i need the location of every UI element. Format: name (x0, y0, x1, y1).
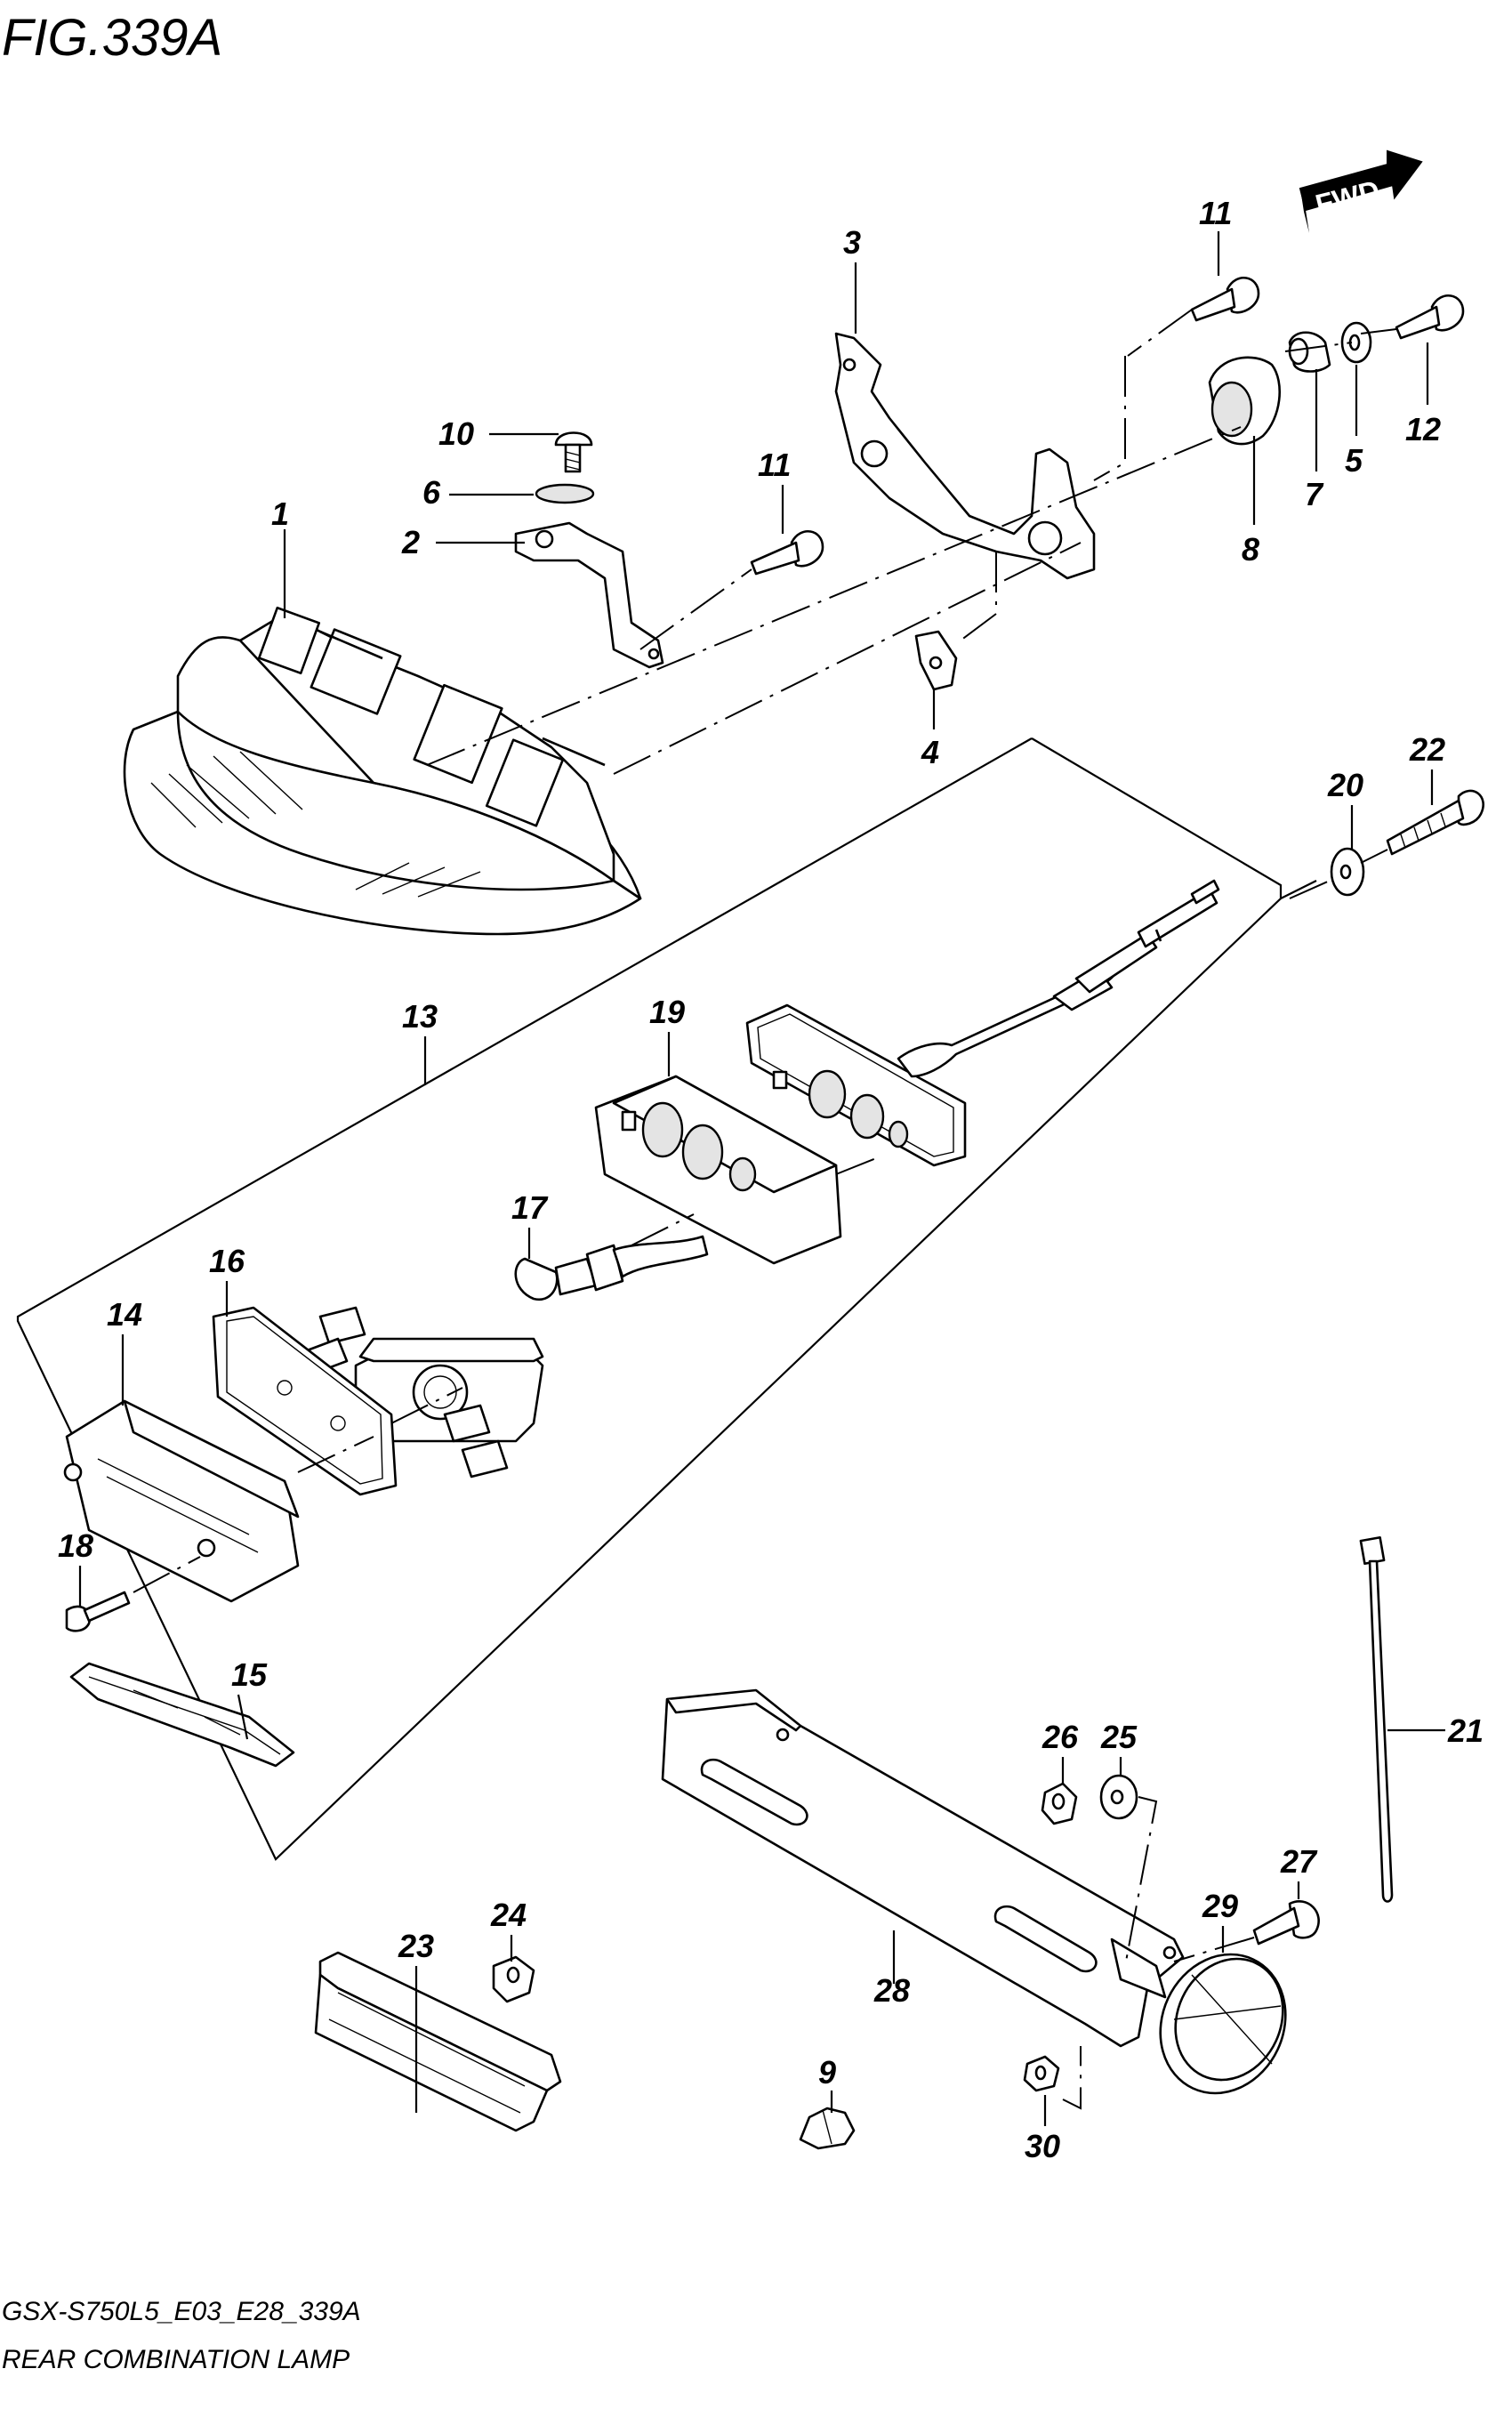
callout-20: 20 (1327, 767, 1363, 803)
cable-tie-21[interactable] (1359, 1535, 1394, 1903)
screw-11-upper[interactable] (1190, 276, 1260, 322)
callout-19: 19 (649, 994, 685, 1030)
callout-15: 15 (231, 1656, 268, 1693)
callout-labels: 1 2 3 4 5 6 7 8 9 10 11 11 12 13 14 15 1… (58, 195, 1484, 2164)
callout-29: 29 (1202, 1888, 1238, 1924)
leader-lines (78, 231, 1445, 2126)
washer-20[interactable] (1330, 847, 1365, 897)
lamp-lens-14[interactable] (63, 1399, 300, 1603)
license-bracket-28[interactable] (661, 1688, 1185, 2048)
callout-12: 12 (1405, 411, 1441, 447)
collar-7[interactable] (1288, 331, 1331, 373)
callout-14: 14 (107, 1296, 142, 1333)
callout-27: 27 (1280, 1843, 1318, 1880)
washer-6[interactable] (535, 483, 595, 504)
fwd-arrow-icon: FWD (1299, 149, 1423, 233)
callout-2: 2 (401, 524, 420, 560)
group-13-outline (16, 737, 1283, 1861)
callout-17: 17 (511, 1189, 549, 1226)
figure-name: REAR COMBINATION LAMP (2, 2345, 350, 2374)
callout-28: 28 (873, 1972, 910, 2009)
callout-7: 7 (1305, 476, 1324, 512)
reflector-strip-15[interactable] (69, 1662, 295, 1768)
nut-30[interactable] (1023, 2055, 1060, 2092)
callout-10: 10 (438, 415, 474, 452)
callout-18: 18 (58, 1527, 93, 1564)
tail-lamp-assembly[interactable] (123, 606, 642, 936)
screw-22[interactable] (1386, 789, 1484, 856)
assembly-lines (133, 309, 1397, 2110)
callout-1: 1 (271, 495, 289, 532)
figure-code: GSX-S750L5_E03_E28_339A (2, 2297, 361, 2326)
lamp-housing-19[interactable] (594, 1075, 842, 1265)
grommet-8[interactable] (1208, 356, 1282, 446)
callout-21: 21 (1447, 1712, 1484, 1749)
callout-22: 22 (1409, 731, 1445, 768)
callout-5: 5 (1345, 442, 1363, 479)
callout-26: 26 (1042, 1719, 1079, 1755)
fwd-label: FWD (1312, 174, 1382, 222)
callout-4: 4 (921, 734, 939, 770)
nut-26[interactable] (1041, 1782, 1078, 1825)
washer-5[interactable] (1340, 321, 1372, 364)
callout-16: 16 (209, 1243, 245, 1279)
round-reflector-29[interactable] (1138, 1934, 1308, 2114)
screw-18[interactable] (65, 1591, 131, 1632)
screw-12[interactable] (1395, 294, 1465, 340)
washer-25[interactable] (1099, 1774, 1138, 1820)
nut-24[interactable] (492, 1955, 535, 2003)
mounting-bracket-3[interactable] (834, 332, 1096, 580)
callout-30: 30 (1025, 2128, 1060, 2164)
callout-9: 9 (818, 2054, 836, 2091)
callout-24: 24 (490, 1897, 527, 1933)
bulb-17[interactable] (514, 1235, 709, 1301)
screw-11-lower[interactable] (750, 529, 824, 576)
gasket-16[interactable] (212, 1306, 398, 1496)
wire-harness[interactable] (897, 879, 1220, 1078)
callout-3: 3 (843, 224, 861, 261)
clip-nut-4[interactable] (914, 630, 958, 691)
callout-23: 23 (398, 1928, 434, 1964)
callout-11-upper: 11 (1199, 195, 1232, 231)
gasket-plate[interactable] (745, 1003, 967, 1167)
callout-6: 6 (422, 474, 441, 511)
clamp-9[interactable] (799, 2107, 856, 2150)
reflector-plate-23[interactable] (314, 1951, 562, 2132)
screw-27[interactable] (1252, 1900, 1320, 1946)
callout-13: 13 (402, 998, 438, 1035)
callout-11-lower: 11 (758, 447, 791, 483)
callout-8: 8 (1242, 531, 1259, 568)
lamp-bracket[interactable] (514, 521, 664, 669)
callout-25: 25 (1100, 1719, 1138, 1755)
figure-title: FIG.339A (2, 9, 222, 67)
screw-10[interactable] (554, 431, 593, 473)
